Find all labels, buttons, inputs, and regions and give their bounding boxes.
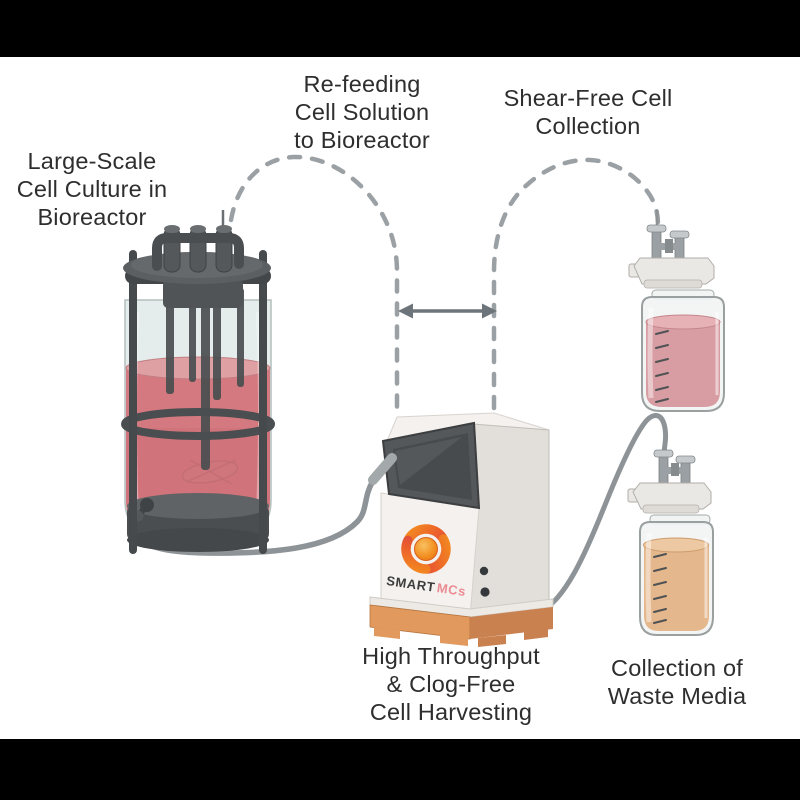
- machine-side: [469, 423, 550, 618]
- collection-liquid-surface: [645, 314, 721, 330]
- collection-liquid: [646, 322, 720, 407]
- label-cell-harvesting: High Throughput & Clog-Free Cell Harvest…: [362, 643, 540, 725]
- reactor-base: [127, 493, 269, 552]
- letterbox-bottom: [0, 739, 800, 800]
- machine-screen: [381, 421, 481, 510]
- label-waste-media: Collection of Waste Media: [607, 655, 747, 709]
- waste-liquid-surface: [643, 537, 709, 553]
- waste-bottle: [627, 449, 714, 636]
- dashed-flow-refeeding: [228, 154, 400, 411]
- collection-glass-highlight: [647, 307, 654, 399]
- collection-graduations: [655, 330, 669, 403]
- letterbox-top: [0, 0, 800, 57]
- machine-base: [369, 596, 554, 647]
- label-bioreactor: Large-Scale Cell Culture in Bioreactor: [16, 148, 168, 230]
- collection-bottle: [628, 210, 725, 412]
- bioreactor-illustration: [121, 210, 275, 554]
- tube-machine-to-waste: [537, 413, 669, 615]
- brand-text: SMART: [385, 573, 436, 595]
- lid-ports: [152, 210, 244, 273]
- machine-button-top: [479, 566, 489, 576]
- stirrer-rods: [166, 288, 244, 470]
- smart-mcs-logo: SMART MCs: [385, 524, 467, 599]
- label-shear-free-collection: Shear-Free Cell Collection: [503, 85, 673, 139]
- waste-graduations: [653, 553, 667, 624]
- machine-button-bottom: [480, 587, 490, 597]
- harvester-machine: SMART MCs: [368, 412, 554, 647]
- lid-handle: [152, 233, 244, 271]
- frame-ring: [121, 408, 275, 440]
- collection-bottle-cap: [628, 257, 715, 300]
- liquid-surface: [125, 356, 271, 380]
- collection-bottle-ports: [646, 224, 690, 265]
- brand-suffix-text: MCs: [436, 580, 467, 599]
- frame-legs: [129, 250, 267, 554]
- dashed-flow-collection: [491, 157, 661, 411]
- waste-bottle-cap: [627, 482, 712, 525]
- label-refeeding: Re-feeding Cell Solution to Bioreactor: [294, 71, 430, 153]
- waste-bottle-ports: [653, 449, 696, 487]
- inlet-port: [368, 453, 397, 485]
- waste-glass-highlight: [645, 532, 652, 623]
- bidirectional-arrow-icon: [398, 303, 497, 319]
